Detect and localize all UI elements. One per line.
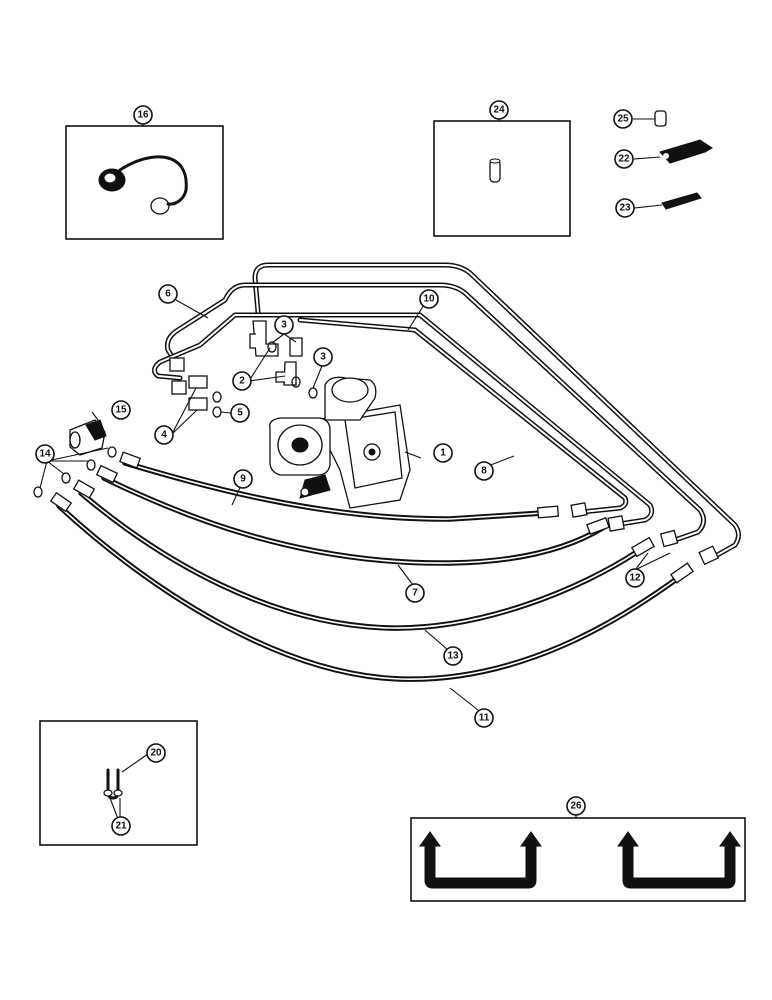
pin-part <box>489 158 501 183</box>
callout-6-label: 6 <box>165 289 171 300</box>
callout-26: 26 <box>566 796 586 816</box>
callout-23: 23 <box>615 198 635 218</box>
callout-2-label: 2 <box>239 376 245 387</box>
callout-24-label: 24 <box>493 105 505 116</box>
callout-3b-label: 3 <box>320 352 326 363</box>
adapter-fittings <box>188 375 208 411</box>
callout-20: 20 <box>146 743 166 763</box>
callout-5-label: 5 <box>237 408 243 419</box>
plate-23-part <box>633 192 702 210</box>
callout-1-label: 1 <box>440 448 446 459</box>
callout-22-label: 22 <box>618 154 630 165</box>
callout-14: 14 <box>35 444 55 464</box>
tube-end-nuts <box>169 357 720 566</box>
callout-14-label: 14 <box>39 449 51 460</box>
callout-9: 9 <box>233 469 253 489</box>
callout-25: 25 <box>613 109 633 129</box>
callout-3a-label: 3 <box>281 320 287 331</box>
callout-8-label: 8 <box>481 466 487 477</box>
callout-7-label: 7 <box>412 588 418 599</box>
inset-box-24 <box>433 117 571 237</box>
callout-3b: 3 <box>313 347 333 367</box>
callout-4: 4 <box>154 425 174 445</box>
o-rings-14 <box>33 446 117 498</box>
callout-12-label: 12 <box>629 573 641 584</box>
decal-left <box>419 831 542 889</box>
steel-tubes <box>152 262 741 561</box>
callout-7: 7 <box>405 583 425 603</box>
dust-cap-part <box>98 155 188 215</box>
callout-16-label: 16 <box>137 110 149 121</box>
callout-11: 11 <box>474 708 494 728</box>
callout-23-label: 23 <box>619 203 631 214</box>
callout-4-label: 4 <box>161 430 167 441</box>
callout-21-label: 21 <box>115 821 127 832</box>
callout-25-label: 25 <box>617 114 629 125</box>
callout-24: 24 <box>489 100 509 120</box>
callout-22: 22 <box>614 149 634 169</box>
callout-2: 2 <box>232 371 252 391</box>
callout-10: 10 <box>419 289 439 309</box>
callout-8: 8 <box>474 461 494 481</box>
callout-10-label: 10 <box>423 294 435 305</box>
pin-25-part <box>633 110 667 127</box>
callout-13-label: 13 <box>447 651 459 662</box>
callout-16: 16 <box>133 105 153 125</box>
quick-coupler-15 <box>69 419 107 456</box>
callout-15: 15 <box>111 400 131 420</box>
inset-box-26 <box>410 812 746 902</box>
hydraulic-hoses <box>56 460 681 682</box>
clamp-22-part <box>633 139 713 164</box>
callout-15-label: 15 <box>115 405 127 416</box>
callout-21: 21 <box>111 816 131 836</box>
callout-11-label: 11 <box>479 713 490 724</box>
callout-1: 1 <box>433 443 453 463</box>
control-valve-body <box>269 376 411 509</box>
callout-9-label: 9 <box>240 474 246 485</box>
callout-6: 6 <box>158 284 178 304</box>
callout-12: 12 <box>625 568 645 588</box>
callout-5: 5 <box>230 403 250 423</box>
callout-13: 13 <box>443 646 463 666</box>
decal-right <box>617 831 741 889</box>
callout-26-label: 26 <box>570 801 582 812</box>
hose-end-fittings <box>49 451 694 584</box>
u-bolt-part <box>103 768 123 800</box>
callout-3a: 3 <box>274 315 294 335</box>
callout-20-label: 20 <box>150 748 162 759</box>
inset-box-16 <box>65 124 224 240</box>
